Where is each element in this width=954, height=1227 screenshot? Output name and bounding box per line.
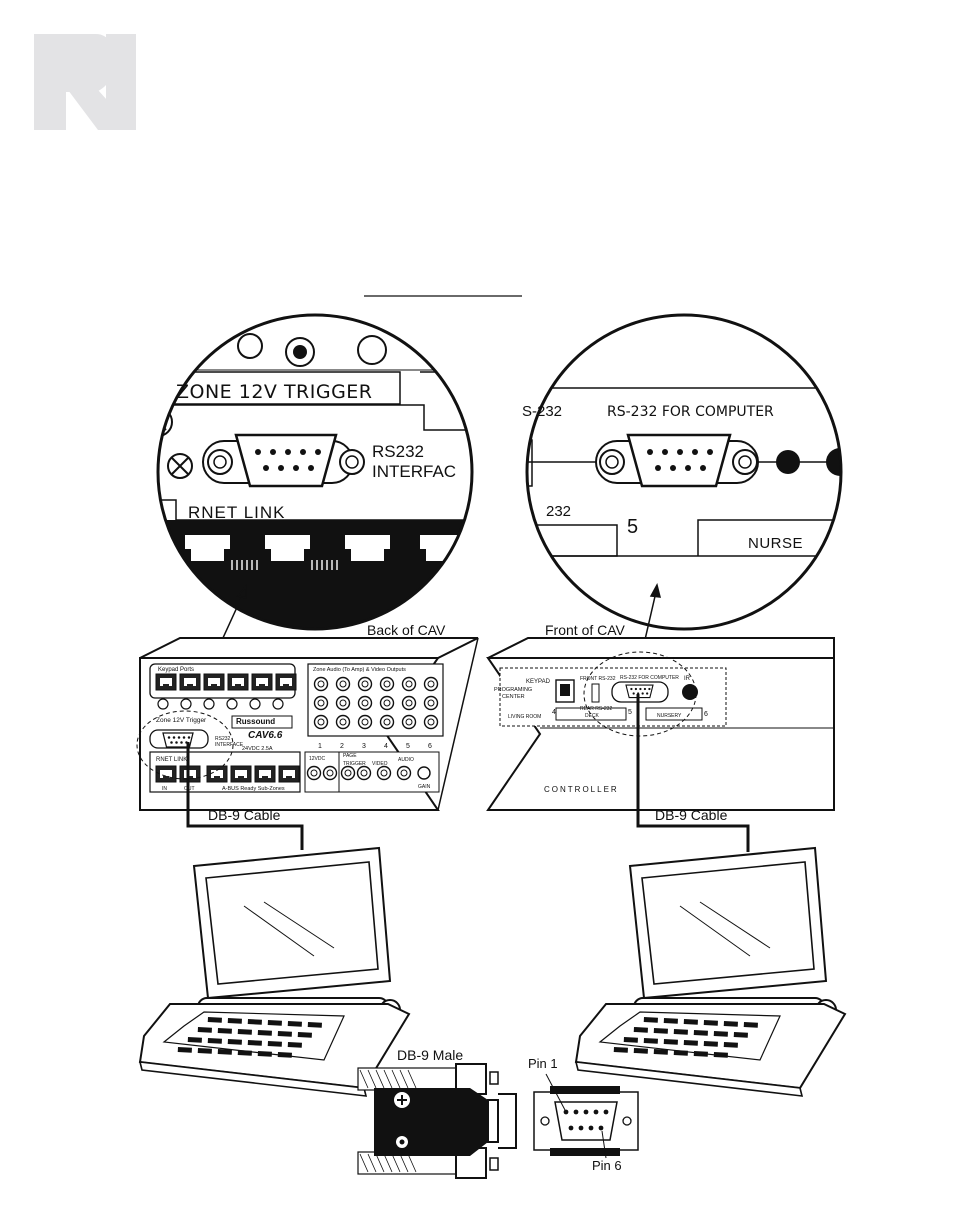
back-rs232-l1: RS232	[215, 736, 231, 742]
front-prog-l2: CENTER	[502, 694, 525, 700]
back-video: VIDEO	[372, 761, 388, 767]
rca-jack	[335, 714, 351, 730]
back-zone-trigger: Zone 12V Trigger	[156, 717, 207, 724]
front-prog-l1: PROGRAMING	[494, 687, 532, 693]
rca-jack	[423, 695, 439, 711]
rca-jack	[313, 695, 329, 711]
zoom-front-rs232-left: S-232	[522, 403, 562, 420]
front-zone4: 4	[552, 709, 556, 716]
back-heading: Back of CAV	[367, 622, 446, 638]
pin6-label: Pin 6	[592, 1158, 622, 1173]
zone-number-5: 5	[406, 743, 410, 750]
back-abus: A-BUS Ready Sub-Zones	[222, 786, 285, 792]
zoom-front-nurse-label: NURSE	[748, 535, 803, 552]
zone-number-2: 2	[340, 743, 344, 750]
zoom-rs232-interface-label: INTERFAC	[372, 462, 456, 481]
back-brand: Russound	[236, 717, 275, 726]
rca-jack	[423, 714, 439, 730]
rca-jack	[313, 676, 329, 692]
rca-jack	[357, 676, 373, 692]
front-keypad: KEYPAD	[526, 679, 551, 685]
zoom-front-zone-number: 5	[627, 516, 638, 538]
rca-jack	[357, 714, 373, 730]
rca-jack	[357, 695, 373, 711]
front-rs232-for-computer: RS-232 FOR COMPUTER	[620, 675, 679, 681]
rca-jack	[335, 676, 351, 692]
laptop-right	[575, 847, 846, 1097]
db9-cables	[186, 694, 750, 852]
front-room3: NURSERY	[657, 713, 682, 719]
front-panel: Front of CAV KEYPAD PROGRAMING CENTER FR…	[486, 622, 835, 811]
zone-number-6: 6	[428, 743, 432, 750]
db9-face: Pin 1 Pin 6	[528, 1056, 639, 1173]
zone-number-3: 3	[362, 743, 366, 750]
zoom-rs232-label: RS232	[372, 442, 424, 461]
back-panel: Back of CAV Keypad Ports Zone Audio (To …	[136, 622, 479, 811]
front-heading: Front of CAV	[545, 622, 626, 638]
zoom-circle-back: Zone 12V Trigger RS232 INTERFAC RNET LIN…	[156, 313, 474, 631]
rca-jack	[423, 676, 439, 692]
zone-number-4: 4	[384, 743, 388, 750]
zoom-trigger-label: Zone 12V Trigger	[176, 381, 373, 403]
back-zone-audio: Zone Audio (To Amp) & Video Outputs	[313, 667, 406, 673]
back-keypad-ports: Keypad Ports	[158, 667, 194, 673]
cable-label-right: DB-9 Cable	[655, 807, 728, 823]
back-12v: 12VDC	[309, 756, 326, 762]
pin1-label: Pin 1	[528, 1056, 558, 1071]
back-audio: AUDIO	[398, 757, 414, 763]
front-room2: DECK	[585, 713, 600, 719]
back-rnet: RNET LINK	[156, 757, 187, 763]
zoom-front-232-label: 232	[546, 503, 571, 520]
russound-r-logo	[34, 34, 136, 130]
rca-jack	[379, 676, 395, 692]
zoom-circle-front: S-232 RS-232 For Computer 232 5 NURSE	[522, 313, 843, 631]
connector-male-label: DB-9 Male	[397, 1047, 463, 1063]
front-zone5: 5	[628, 709, 632, 716]
rca-jack	[401, 695, 417, 711]
back-trigger: TRIGGER	[343, 761, 366, 767]
zoom-rnet-label: RNET LINK	[188, 503, 286, 522]
zoom-front-rs232-for-computer: RS-232 For Computer	[607, 404, 774, 420]
rca-jack	[379, 714, 395, 730]
front-room1: LIVING ROOM	[508, 714, 541, 720]
front-rear-rs232: REAR RS-232	[580, 706, 612, 712]
rca-jack	[401, 714, 417, 730]
back-rs232-l2: INTERFACE	[215, 742, 244, 748]
front-front-rs232: FRONT RS-232	[580, 676, 616, 682]
zone-number-1: 1	[318, 743, 322, 750]
rca-jack	[379, 695, 395, 711]
db9-male-connector: DB-9 Male	[357, 1047, 517, 1179]
front-zone6: 6	[704, 711, 708, 718]
back-page: PAGE	[343, 753, 357, 759]
back-power: 24VDC 2.5A	[242, 746, 273, 752]
back-model: CAV6.6	[248, 730, 283, 741]
laptop-left	[139, 847, 410, 1097]
cable-label-left: DB-9 Cable	[208, 807, 281, 823]
back-in: IN	[162, 786, 167, 792]
rca-jack	[313, 714, 329, 730]
front-controller: CONTROLLER	[544, 785, 619, 794]
back-gain: GAIN	[418, 784, 431, 790]
front-ir: IR	[684, 676, 691, 682]
rca-jack	[335, 695, 351, 711]
rca-jack	[401, 676, 417, 692]
